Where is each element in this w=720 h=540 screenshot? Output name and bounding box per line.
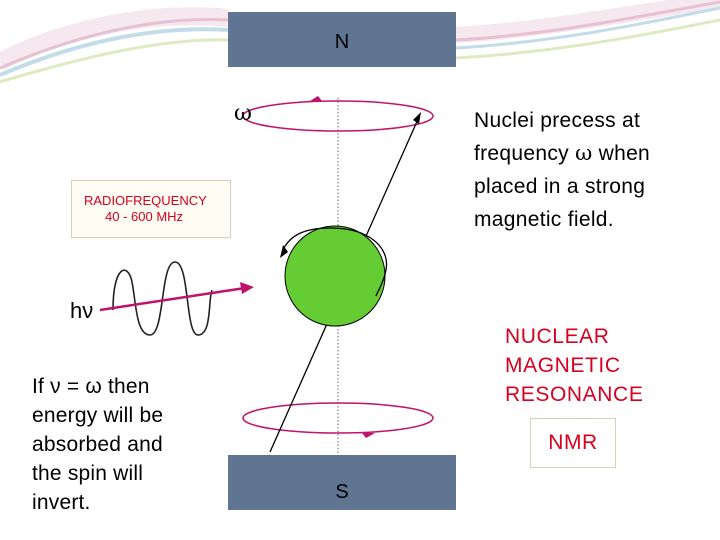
condition-line-1: If ν = ω then	[32, 375, 150, 398]
omega-symbol: ω	[575, 141, 593, 165]
nmr-title-line-1: NUCLEAR	[505, 325, 610, 348]
bottom-orbit-arrowhead	[362, 433, 375, 438]
nmr-title-line-2: MAGNETIC	[505, 354, 621, 377]
spin-rotation-arrow	[282, 227, 388, 297]
condition-line-2: energy will be	[32, 404, 164, 427]
south-pole-magnet: S	[228, 455, 456, 510]
precession-frequency-symbol: ω	[234, 101, 252, 126]
description-line-2: frequency ω when	[474, 141, 651, 165]
north-pole-magnet: N	[228, 12, 456, 67]
nmr-title-line-3: RESONANCE	[505, 383, 644, 406]
nmr-title: NUCLEAR MAGNETIC RESONANCE	[505, 322, 705, 409]
condition-line-4: the spin will	[32, 462, 144, 485]
description-line-3: placed in a strong	[474, 175, 646, 198]
decorative-swoosh-right	[455, 0, 720, 60]
radiofrequency-box: RADIOFREQUENCY 40 - 600 MHz	[71, 180, 231, 238]
spin-arrowhead	[413, 112, 421, 124]
top-orbit-arrowhead	[310, 96, 322, 101]
radiofrequency-label: RADIOFREQUENCY	[84, 193, 207, 208]
nucleus-sphere	[284, 225, 386, 327]
photon-energy-label: hν	[70, 298, 94, 323]
nmr-abbreviation: NMR	[548, 431, 598, 454]
north-pole-label: N	[334, 31, 350, 53]
frequency-range-label: 40 - 600 MHz	[105, 209, 184, 224]
radiofrequency-wave	[112, 261, 213, 336]
condition-line-3: absorbed and	[32, 433, 163, 456]
description-line-4: magnetic field.	[474, 208, 614, 231]
condition-line-5: invert.	[32, 491, 91, 514]
bottom-precession-orbit	[242, 402, 434, 434]
top-precession-orbit	[242, 100, 434, 132]
photon-arrow	[99, 286, 246, 312]
precession-description: Nuclei precess at frequency ω when place…	[474, 104, 714, 236]
spin-rotation-arrowhead	[280, 245, 288, 258]
photon-arrowhead	[240, 282, 254, 294]
nmr-abbreviation-box: NMR	[530, 418, 616, 468]
decorative-swoosh-left	[0, 7, 229, 84]
description-line-1: Nuclei precess at	[474, 109, 641, 132]
resonance-condition: If ν = ω then energy will be absorbed an…	[32, 372, 232, 517]
south-pole-label: S	[335, 481, 349, 503]
